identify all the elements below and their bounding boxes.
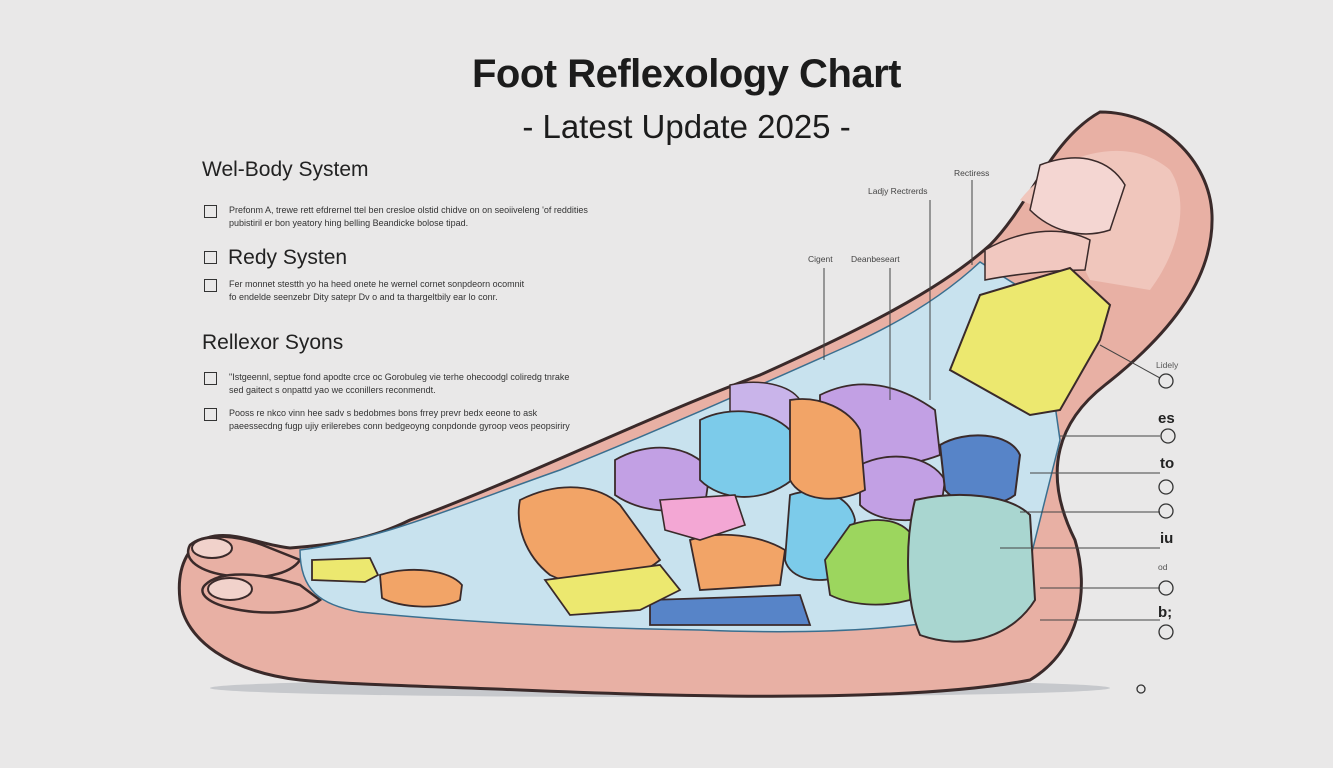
toenail (191, 537, 233, 559)
zone-purple (614, 446, 711, 512)
page-title: Foot Reflexology Chart (471, 52, 902, 96)
section-text-line: paeessecdng fugp ujiy erilerebes conn be… (229, 421, 570, 431)
zone-pink (659, 494, 747, 541)
right-label: to (1160, 455, 1175, 472)
right-label: iu (1160, 530, 1174, 547)
section-heading-redy: Redy Systen (228, 246, 348, 269)
right-label: od (1158, 562, 1168, 572)
right-label: Lidely (1156, 360, 1179, 370)
foot-label: Ladjy Rectrerds (868, 186, 928, 196)
zone-pink-band (984, 230, 1091, 281)
checkbox[interactable] (204, 279, 217, 292)
toenail (207, 577, 253, 601)
section-heading-wellbody: Wel-Body System (202, 158, 369, 181)
foot-label: Deanbeseart (851, 254, 900, 264)
zone-blue (699, 410, 793, 498)
page-subtitle: - Latest Update 2025 - (522, 108, 851, 145)
zone-yellow (311, 557, 380, 583)
section-text-line: Prefonm A, trewe rett efdrernel ttel ben… (229, 205, 588, 215)
zone-orange (688, 533, 786, 591)
checkbox[interactable] (204, 372, 217, 385)
checkbox[interactable] (204, 205, 217, 218)
section-heading-rellexor: Rellexor Syons (202, 331, 344, 354)
checkbox[interactable] (204, 408, 217, 421)
zone-yellow (543, 564, 682, 616)
zone-orange (789, 398, 866, 500)
foot-label: Rectiress (954, 168, 990, 178)
section-text-line: fo endelde seenzebr Dity satepr Dv o and… (229, 292, 498, 302)
foot-label: Cigent (808, 254, 833, 264)
right-label: es (1158, 410, 1175, 427)
zone-pink-band (1029, 157, 1126, 235)
checkbox[interactable] (204, 251, 217, 264)
section-text-line: sed gaitect s onpattd yao we cconillers … (229, 385, 436, 395)
zone-dark-blue (649, 594, 812, 626)
section-text-line: "Istgeennl, septue fond apodte crce oc G… (229, 372, 570, 382)
zone-orange (379, 568, 463, 608)
section-text-line: Fer monnet stestth yo ha heed onete he w… (229, 279, 525, 289)
zone-teal-heel (907, 494, 1037, 643)
right-label: b; (1158, 604, 1173, 621)
section-text-line: Pooss re nkco vinn hee sadv s bedobmes b… (229, 408, 538, 418)
section-text-line: pubistiril er bon yeatory hing belling B… (229, 218, 469, 228)
zone-yellow-top (948, 266, 1112, 417)
